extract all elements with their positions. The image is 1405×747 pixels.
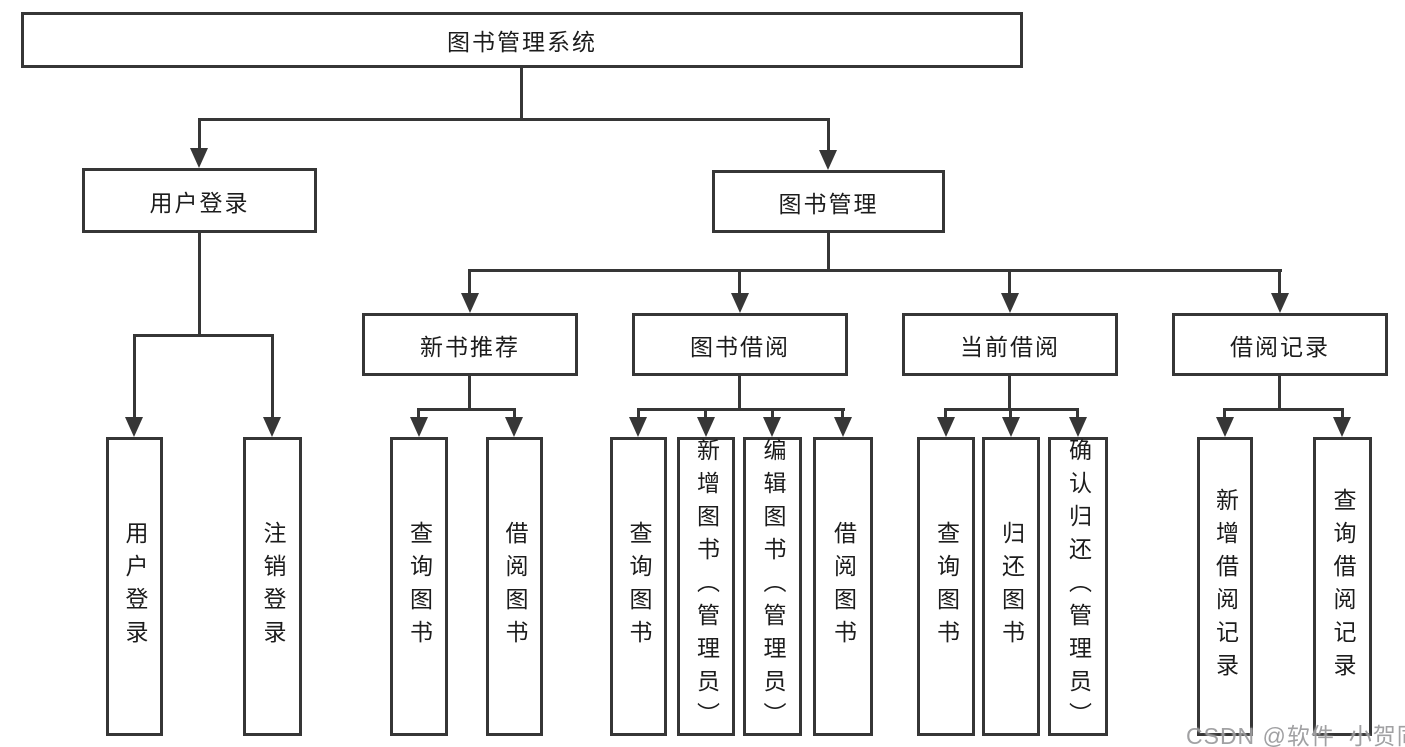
connector-line [738,269,741,295]
node-root-system: 图书管理系统 [21,12,1023,68]
node-new-book-recommend-label: 新书推荐 [420,333,520,360]
arrow-down [505,417,523,437]
leaf-borrowing-query-books: 查询图书 [610,437,667,736]
node-user-login: 用户登录 [82,168,317,233]
connector-line [417,408,516,411]
connector-line [198,231,201,336]
leaf-current-query-books-label: 查询图书 [933,520,960,653]
connector-line [198,118,201,150]
connector-line [468,269,1282,272]
connector-line [827,231,830,271]
arrow-down [125,417,143,437]
arrow-down [1069,417,1087,437]
arrow-down [263,417,281,437]
connector-line [827,118,830,152]
leaf-newbook-query-books-label: 查询图书 [406,520,433,653]
arrow-down [697,417,715,437]
arrow-down [461,293,479,313]
connector-line [1278,269,1281,295]
connector-line [133,334,136,418]
node-current-borrowing-label: 当前借阅 [960,333,1060,360]
connector-line [417,408,420,421]
node-current-borrowing: 当前借阅 [902,313,1118,376]
leaf-newbook-query-books: 查询图书 [390,437,448,736]
arrow-down [1001,293,1019,313]
node-new-book-recommend: 新书推荐 [362,313,578,376]
arrow-down [1002,417,1020,437]
connector-line [1223,408,1344,411]
leaf-newbook-borrow-books: 借阅图书 [486,437,543,736]
connector-line [1008,374,1011,411]
leaf-borrowing-borrow-books: 借阅图书 [813,437,873,736]
connector-line [133,334,274,337]
leaf-current-confirm-return-admin: 确认归还（管理员） [1048,437,1108,736]
connector-line [1076,408,1079,421]
connector-line [771,408,774,421]
connector-line [1278,374,1281,411]
leaf-current-return-books-label: 归还图书 [998,520,1025,653]
arrow-down [190,148,208,168]
arrow-down [1271,293,1289,313]
node-user-login-label: 用户登录 [149,189,250,216]
node-book-borrowing-label: 图书借阅 [690,333,790,360]
leaf-records-query-record-label: 查询借阅记录 [1330,487,1356,686]
leaf-current-return-books: 归还图书 [982,437,1040,736]
leaf-current-confirm-return-admin-label: 确认归还（管理员） [1065,438,1092,735]
node-borrow-records: 借阅记录 [1172,313,1388,376]
arrow-down [763,417,781,437]
leaf-borrowing-edit-books-admin: 编辑图书（管理员） [743,437,802,736]
node-borrow-records-label: 借阅记录 [1230,333,1330,360]
connector-line [1009,408,1012,421]
leaf-records-add-record: 新增借阅记录 [1197,437,1253,736]
leaf-logout-label: 注销登录 [260,520,286,653]
connector-line [271,334,274,418]
leaf-user-login-label: 用户登录 [122,520,148,653]
node-root-label: 图书管理系统 [447,29,597,55]
connector-line [520,68,523,120]
leaf-borrowing-add-books-admin-label: 新增图书（管理员） [693,438,720,735]
connector-line [1008,269,1011,295]
arrow-down [410,417,428,437]
arrow-down [731,293,749,313]
leaf-borrowing-query-books-label: 查询图书 [626,520,652,653]
leaf-borrowing-edit-books-admin-label: 编辑图书（管理员） [760,438,786,735]
node-book-management-label: 图书管理 [778,190,879,217]
connector-line [738,374,741,411]
leaf-records-query-record: 查询借阅记录 [1313,437,1372,736]
leaf-current-query-books: 查询图书 [917,437,975,736]
arrow-down [629,417,647,437]
connector-line [944,408,947,421]
connector-line [513,408,516,421]
connector-line [637,408,845,411]
leaf-records-add-record-label: 新增借阅记录 [1212,487,1239,686]
node-book-management: 图书管理 [712,170,945,233]
connector-line [1341,408,1344,421]
leaf-logout: 注销登录 [243,437,302,736]
connector-line [637,408,640,421]
node-book-borrowing: 图书借阅 [632,313,848,376]
leaf-borrowing-add-books-admin: 新增图书（管理员） [677,437,735,736]
connector-line [704,408,707,421]
arrow-down [1216,417,1234,437]
connector-line [198,118,830,121]
arrow-down [819,150,837,170]
csdn-watermark: CSDN @软件_小贺同学 [1186,723,1405,747]
connector-line [841,408,844,421]
connector-line [468,269,471,295]
leaf-newbook-borrow-books-label: 借阅图书 [502,520,528,653]
arrow-down [1333,417,1351,437]
leaf-user-login: 用户登录 [106,437,163,736]
arrow-down [834,417,852,437]
arrow-down [937,417,955,437]
connector-line [1223,408,1226,421]
leaf-borrowing-borrow-books-label: 借阅图书 [830,520,857,653]
connector-line [468,374,471,411]
